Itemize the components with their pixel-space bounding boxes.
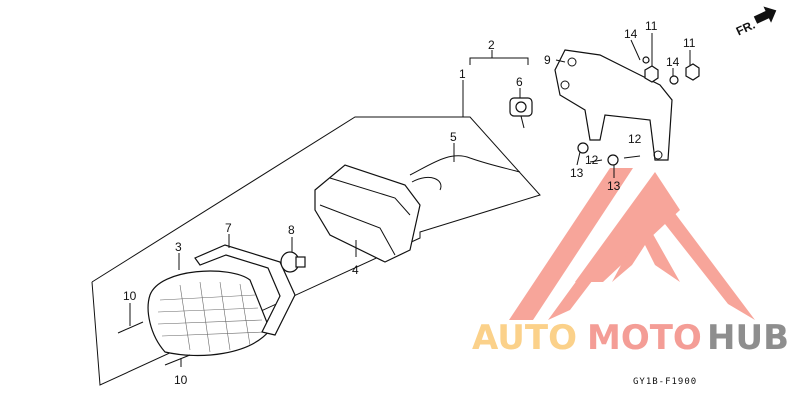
callout-5: 5 [450, 130, 457, 144]
assembly-outline [91, 116, 541, 386]
housing-part [314, 164, 421, 263]
screw-parts [117, 321, 191, 366]
callout-10: 10 [174, 373, 188, 387]
callout-13: 13 [607, 179, 621, 193]
arrow-icon [753, 6, 777, 24]
callout-2: 2 [488, 38, 495, 52]
callout-13: 13 [570, 166, 584, 180]
front-label: FR. [734, 18, 757, 39]
bracket-part [554, 49, 673, 161]
diagram-code: GY1B-F1900 [633, 377, 697, 387]
callout-14: 14 [666, 55, 680, 69]
callout-4: 4 [352, 263, 359, 277]
watermark-auto: AUTO [472, 318, 577, 358]
callout-14: 14 [624, 27, 638, 41]
callout-7: 7 [225, 221, 232, 235]
callout-11: 11 [683, 36, 696, 50]
socket-part [509, 97, 533, 129]
callout-6: 6 [516, 75, 523, 89]
gasket-part [194, 244, 296, 336]
callout-11: 11 [645, 19, 658, 33]
callout-12: 12 [585, 153, 599, 167]
wire-harness-part [409, 155, 521, 176]
nut-parts [577, 56, 700, 166]
watermark-logo [509, 168, 755, 320]
callout-10: 10 [123, 289, 137, 303]
lens-part [147, 270, 271, 357]
callout-3: 3 [175, 240, 182, 254]
leader-lines [129, 33, 691, 367]
watermark-hub: HUB [707, 318, 789, 358]
callout-12: 12 [628, 132, 642, 146]
front-direction-indicator: FR. [734, 6, 777, 39]
callout-9: 9 [544, 53, 551, 67]
bulb-part [280, 251, 306, 273]
callout-8: 8 [288, 223, 295, 237]
lens-grid [157, 281, 266, 353]
callout-1: 1 [459, 67, 466, 81]
watermark-moto: MOTO [587, 318, 702, 358]
